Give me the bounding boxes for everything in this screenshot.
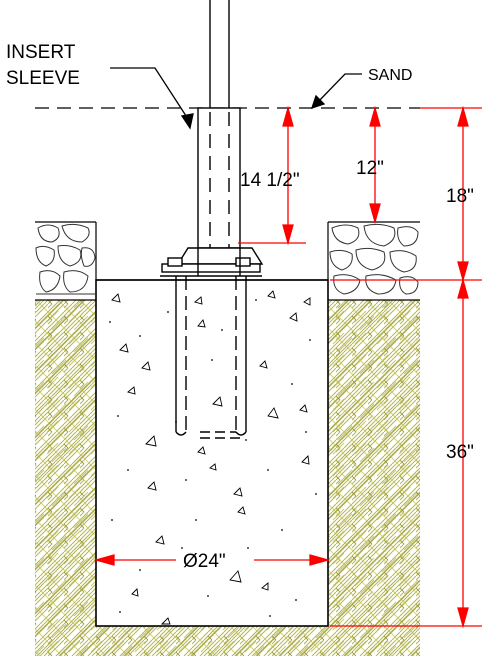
gravel-right bbox=[328, 222, 420, 300]
soil-left bbox=[35, 300, 96, 656]
dimension-14-5 bbox=[238, 105, 306, 246]
insert-sleeve-label-line2: SLEEVE bbox=[6, 68, 80, 89]
insert-sleeve-leader bbox=[110, 67, 194, 130]
sand-label: SAND bbox=[368, 67, 412, 84]
dim-18-label: 18" bbox=[446, 186, 474, 207]
base-plate bbox=[160, 247, 264, 277]
pole bbox=[209, 0, 230, 108]
dim-12-label: 12" bbox=[356, 158, 384, 179]
dimension-36 bbox=[330, 277, 482, 629]
anchor-bolt-left bbox=[175, 276, 187, 436]
anchor-bolt-right bbox=[200, 276, 247, 439]
soil-bottom bbox=[96, 626, 328, 656]
aggregate-marks bbox=[111, 290, 311, 625]
insert-sleeve bbox=[197, 107, 241, 249]
sand-leader bbox=[310, 73, 362, 110]
dim-36-label: 36" bbox=[446, 442, 474, 463]
insert-sleeve-label-line1: INSERT bbox=[6, 42, 76, 63]
concrete-pier bbox=[95, 279, 329, 627]
diameter-label: Ø24" bbox=[183, 551, 226, 572]
dimension-18 bbox=[330, 105, 482, 283]
dimension-12 bbox=[369, 105, 381, 225]
dim-14-5-label: 14 1/2" bbox=[240, 170, 300, 191]
gravel-left bbox=[35, 222, 96, 300]
soil-right bbox=[328, 300, 420, 656]
dimension-diameter bbox=[93, 554, 331, 566]
concrete-dots bbox=[109, 299, 317, 617]
